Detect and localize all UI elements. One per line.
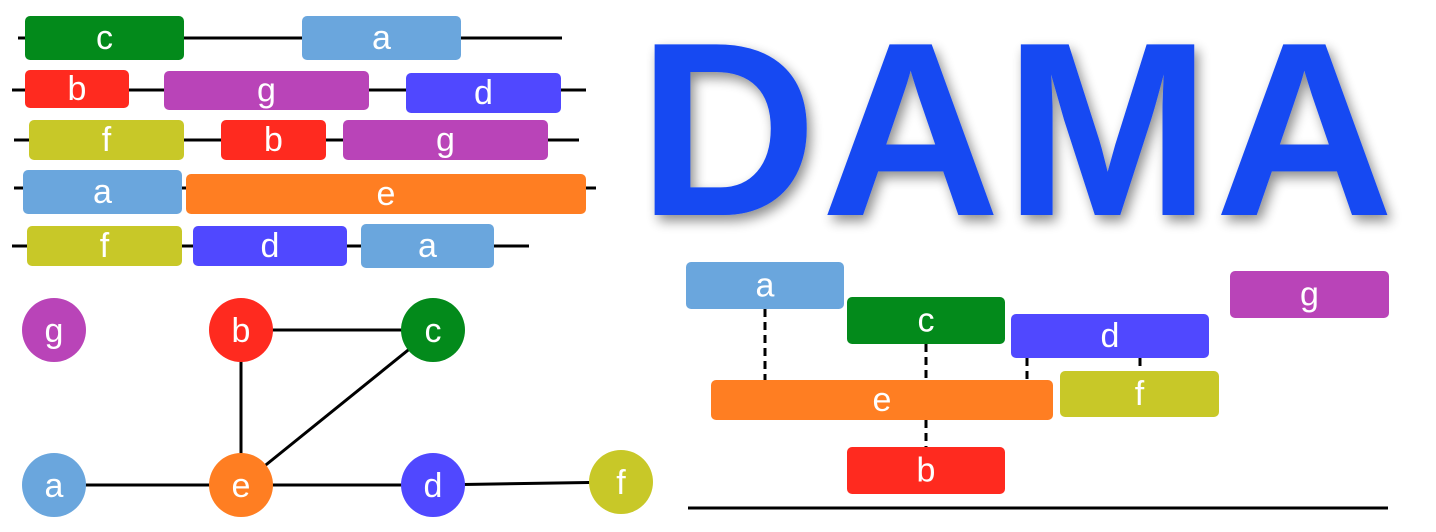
layout-box-c: c	[847, 297, 1005, 344]
layout-rect	[847, 447, 1005, 494]
layout-rect	[686, 262, 844, 309]
layout-rect	[1060, 371, 1219, 417]
layout-label: a	[756, 267, 775, 305]
layout-box-e: e	[711, 380, 1053, 420]
segment-box	[302, 16, 461, 60]
segment-label: e	[377, 175, 396, 213]
track-segment-b: b	[221, 120, 326, 160]
segment-box	[23, 170, 182, 214]
track-segment-a: a	[302, 16, 461, 60]
graph-node-a: a	[22, 453, 86, 517]
layout-rect	[1011, 314, 1209, 358]
node-circle	[209, 298, 273, 362]
graph-node-g: g	[22, 298, 86, 362]
segment-label: b	[264, 121, 283, 159]
layout-diagram: a c d g e f b	[686, 262, 1389, 510]
segment-label: a	[93, 173, 112, 211]
segment-label: d	[261, 227, 280, 265]
segment-label: g	[257, 72, 276, 110]
layout-label: d	[1101, 317, 1120, 355]
segment-label: f	[102, 121, 112, 159]
track-segment-d: d	[193, 226, 347, 266]
node-label: c	[425, 312, 442, 350]
segment-box	[29, 120, 184, 160]
node-label: b	[232, 312, 251, 350]
layout-rect	[847, 297, 1005, 344]
segment-label: a	[418, 227, 437, 265]
segment-box	[193, 226, 347, 266]
graph-node-e: e	[209, 453, 273, 517]
layout-label: f	[1135, 375, 1145, 413]
segment-label: f	[100, 227, 110, 265]
graph-edge-c-e	[240, 328, 434, 487]
track-segment-g: g	[164, 71, 369, 110]
segment-label: b	[68, 70, 87, 108]
segment-box	[221, 120, 326, 160]
track-segment-c: c	[25, 16, 184, 60]
track-segment-f: f	[29, 120, 184, 160]
node-circle	[401, 453, 465, 517]
node-circle	[589, 450, 653, 514]
title-dama: DAMA	[638, 0, 1398, 268]
node-circle	[209, 453, 273, 517]
segment-label: g	[436, 121, 455, 159]
node-circle	[22, 453, 86, 517]
segment-box	[186, 174, 586, 214]
layout-rect	[1230, 271, 1389, 318]
layout-label: e	[873, 381, 892, 419]
segment-box	[25, 70, 129, 108]
node-label: e	[232, 467, 251, 505]
track-segment-a: a	[23, 170, 182, 214]
layout-box-f: f	[1060, 371, 1219, 417]
track-segment-d: d	[406, 73, 561, 113]
node-label: a	[45, 467, 64, 505]
segment-box	[361, 224, 494, 268]
segment-box	[343, 120, 548, 160]
segment-box	[27, 226, 182, 266]
node-circle	[401, 298, 465, 362]
layout-box-g: g	[1230, 271, 1389, 318]
layout-box-b: b	[847, 447, 1005, 494]
graph-node-b: b	[209, 298, 273, 362]
node-label: g	[45, 312, 64, 350]
layout-label: b	[917, 452, 936, 490]
segment-label: a	[372, 19, 391, 57]
graph-node-c: c	[401, 298, 465, 362]
interval-graph: g b c a e d f	[22, 298, 653, 517]
node-label: f	[616, 464, 626, 502]
track-segment-g: g	[343, 120, 548, 160]
segment-box	[164, 71, 369, 110]
track-segment-a: a	[361, 224, 494, 268]
layout-label: g	[1300, 276, 1319, 314]
layout-box-d: d	[1011, 314, 1209, 358]
track-segment-e: e	[186, 174, 586, 214]
node-label: d	[424, 467, 443, 505]
track-segment-b: b	[25, 70, 129, 108]
graph-node-d: d	[401, 453, 465, 517]
layout-label: c	[918, 302, 935, 340]
layout-rect	[711, 380, 1053, 420]
track-segment-f: f	[27, 226, 182, 266]
segment-box	[25, 16, 184, 60]
node-circle	[22, 298, 86, 362]
graph-node-f: f	[589, 450, 653, 514]
layout-box-a: a	[686, 262, 844, 309]
segment-label: d	[474, 74, 493, 112]
segment-box	[406, 73, 561, 113]
segment-label: c	[96, 19, 113, 57]
